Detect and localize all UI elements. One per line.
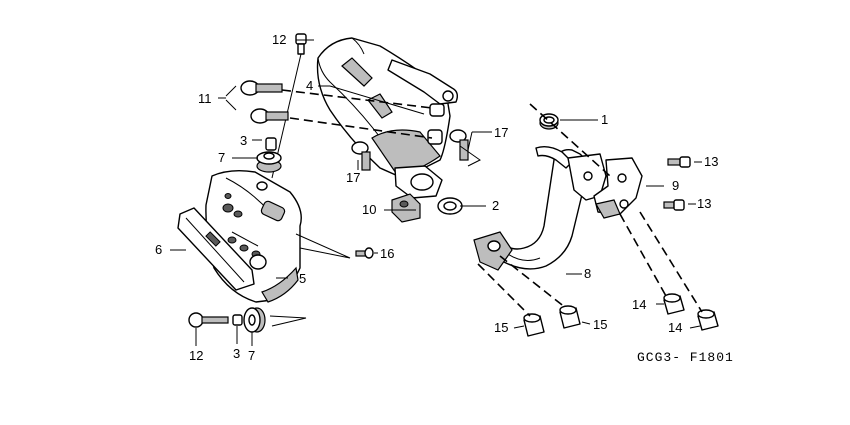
bolt-part-12-bottom: [188, 312, 229, 328]
grommet-part-7-top: [256, 151, 282, 173]
callout-7-top: 7: [218, 150, 225, 165]
bolt-part-17-left: [351, 141, 371, 171]
callout-14-upper: 14: [632, 297, 646, 312]
nut-part-15-left: [523, 313, 545, 337]
collar-part-3-bottom: [232, 314, 243, 326]
guard-plate-part-6: [177, 207, 255, 291]
callout-5: 5: [299, 271, 306, 286]
diagram-code: GCG3- F1801: [637, 350, 734, 365]
callout-15-right: 15: [593, 317, 607, 332]
bolt-part-11-lower: [250, 108, 289, 124]
bolt-part-13-upper: [667, 156, 691, 168]
callout-11: 11: [198, 91, 212, 106]
bolt-part-13-lower: [663, 199, 685, 211]
callout-9: 9: [672, 178, 679, 193]
callout-17-left: 17: [346, 170, 360, 185]
collar-part-3-top: [265, 137, 277, 151]
callout-10: 10: [362, 202, 376, 217]
bolt-part-12-top: [295, 33, 307, 55]
muffler-bushings: [427, 103, 445, 145]
bolt-part-11-upper: [240, 80, 283, 96]
callout-12-top: 12: [272, 32, 286, 47]
gasket-part-2: [437, 197, 463, 215]
callout-2: 2: [492, 198, 499, 213]
nut-part-14-upper: [663, 293, 685, 315]
callout-6: 6: [155, 242, 162, 257]
grommet-part-7-bottom: [243, 307, 266, 333]
callout-17-right: 17: [494, 125, 508, 140]
leader-lines: [170, 39, 702, 346]
nut-part-14-lower: [697, 309, 719, 331]
callout-14-lower: 14: [668, 320, 682, 335]
callout-3-bottom: 3: [233, 346, 240, 361]
callout-4: 4: [306, 78, 313, 93]
nut-part-15-right: [559, 305, 581, 329]
bolt-part-17-right: [449, 129, 469, 161]
callout-13-lower: 13: [697, 196, 711, 211]
callout-8: 8: [584, 266, 591, 281]
callout-7-bottom: 7: [248, 348, 255, 363]
callout-1: 1: [601, 112, 608, 127]
callout-labels: 12 4 11 3 7 17 17 1 13 9 13 2 10 6 16 8 …: [155, 32, 718, 363]
callout-16: 16: [380, 246, 394, 261]
assembly-lines: [281, 89, 703, 317]
mount-part-10: [391, 193, 421, 223]
callout-15-left: 15: [494, 320, 508, 335]
bracket-part-9: [593, 157, 643, 219]
screw-part-16: [355, 247, 374, 259]
callout-3-top: 3: [240, 133, 247, 148]
exhaust-pipe-part-8: [473, 145, 607, 271]
callout-13-upper: 13: [704, 154, 718, 169]
callout-12-bottom: 12: [189, 348, 203, 363]
muffler-part-4: [316, 37, 459, 199]
